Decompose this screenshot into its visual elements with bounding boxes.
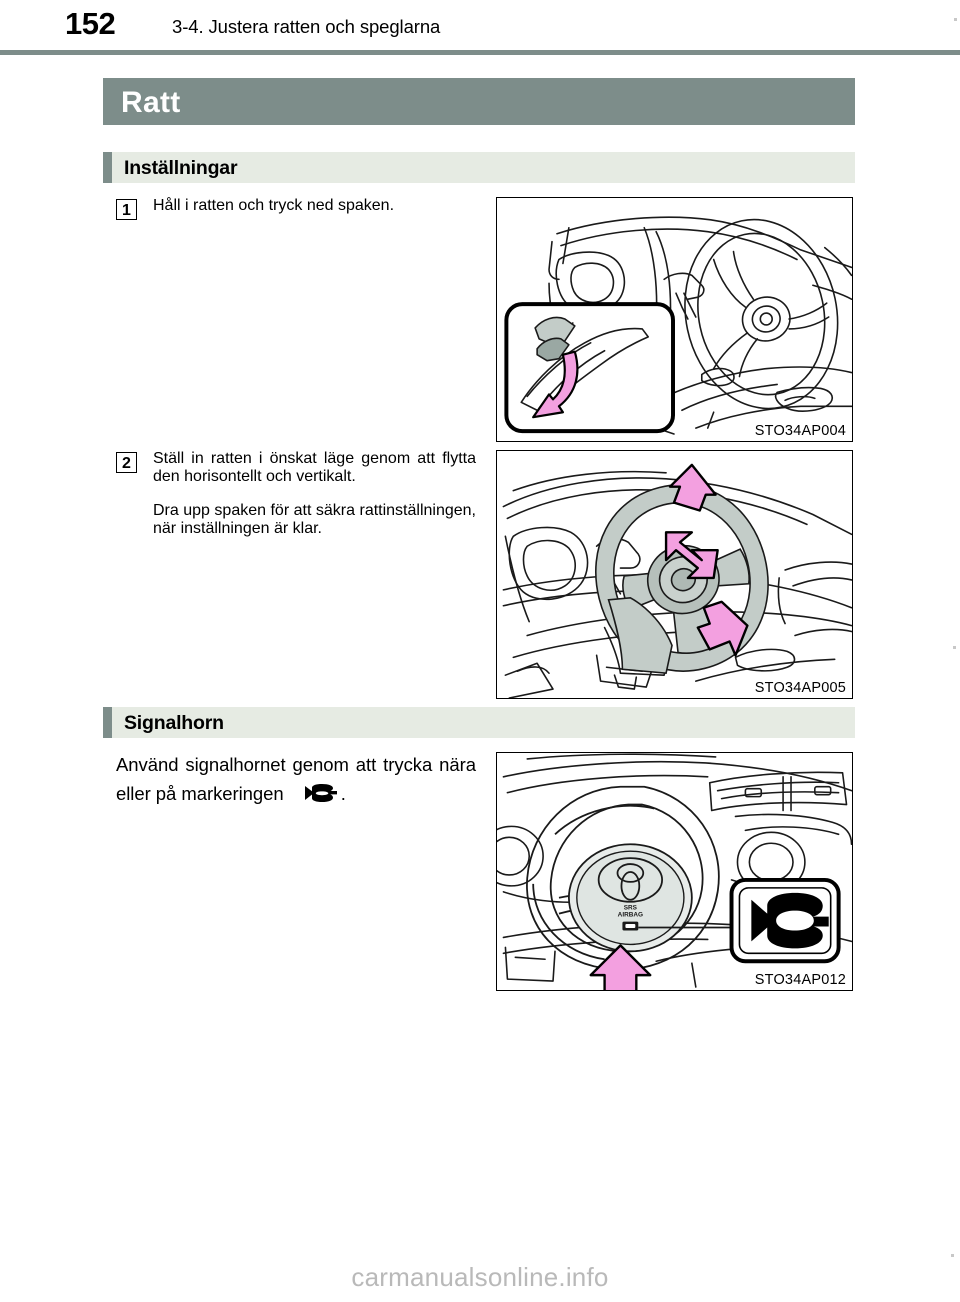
section-breadcrumb: 3-4. Justera ratten och speglarna [172, 16, 441, 37]
figure-3-illustration: SRS AIRBAG [497, 753, 852, 990]
figure-1-arrow [532, 350, 579, 419]
figure-3-caption: STO34AP012 [752, 972, 848, 988]
arrow-down [696, 600, 749, 657]
section-heading-label: Inställningar [124, 157, 238, 179]
step-2-body: Ställ in ratten i önskat läge genom att … [153, 450, 476, 538]
horn-icon [303, 782, 339, 811]
step-2: 2 Ställ in ratten i önskat läge genom at… [116, 450, 476, 538]
figure-1-illustration [504, 216, 852, 435]
step-number-badge: 1 [116, 199, 137, 220]
arrow-telescopic [664, 531, 719, 580]
figure-horn-pad: SRS AIRBAG STO34AP012 [496, 752, 853, 991]
page-number: 152 [65, 6, 116, 41]
toyota-emblem [597, 857, 663, 903]
chapter-title: Ratt [121, 86, 181, 119]
step-1: 1 Håll i ratten och tryck ned spaken. [116, 197, 476, 220]
step-2-paragraph-2: Dra upp spaken för att säkra rattinställ… [153, 502, 476, 537]
figure-3-horn-callout [729, 877, 841, 964]
chapter-title-band: Ratt [103, 78, 855, 125]
figure-2-caption: STO34AP005 [752, 680, 848, 696]
step-2-paragraph-1: Ställ in ratten i önskat läge genom att … [153, 450, 476, 485]
page-header: 152 3-4. Justera ratten och speglarna [0, 0, 960, 52]
figure-1-caption: STO34AP004 [752, 423, 848, 439]
srs-label: SRS [624, 905, 638, 912]
figure-3-wheel [526, 785, 720, 971]
watermark: carmanualsonline.info [351, 1262, 609, 1292]
signalhorn-paragraph: Använd signalhornet genom att trycka när… [116, 750, 476, 811]
horn-icon [751, 892, 829, 949]
scan-edge-mark [951, 1254, 954, 1257]
header-divider [0, 50, 960, 55]
section-heading-signalhorn: Signalhorn [103, 707, 855, 738]
airbag-label: AIRBAG [618, 912, 643, 919]
figure-steering-adjust: STO34AP005 [496, 450, 853, 699]
scan-edge-mark [953, 646, 956, 649]
figure-steering-lever: STO34AP004 [496, 197, 853, 442]
step-1-paragraph: Håll i ratten och tryck ned spaken. [153, 197, 395, 214]
arrow-up-left [668, 463, 717, 512]
scan-edge-mark [954, 18, 957, 21]
section-heading-installningar: Inställningar [103, 152, 855, 183]
signalhorn-period: . [340, 783, 346, 804]
figure-3-arrow [589, 944, 652, 990]
figure-2-illustration [502, 463, 852, 698]
figure-2-arrows [664, 463, 749, 657]
section-heading-label: Signalhorn [124, 712, 224, 734]
figure-1-callout [504, 302, 675, 434]
step-number-badge: 2 [116, 452, 137, 473]
signalhorn-text: Använd signalhornet genom att trycka när… [116, 754, 476, 804]
horn-marking-on-pad [622, 921, 639, 931]
step-1-body: Håll i ratten och tryck ned spaken. [153, 197, 476, 215]
